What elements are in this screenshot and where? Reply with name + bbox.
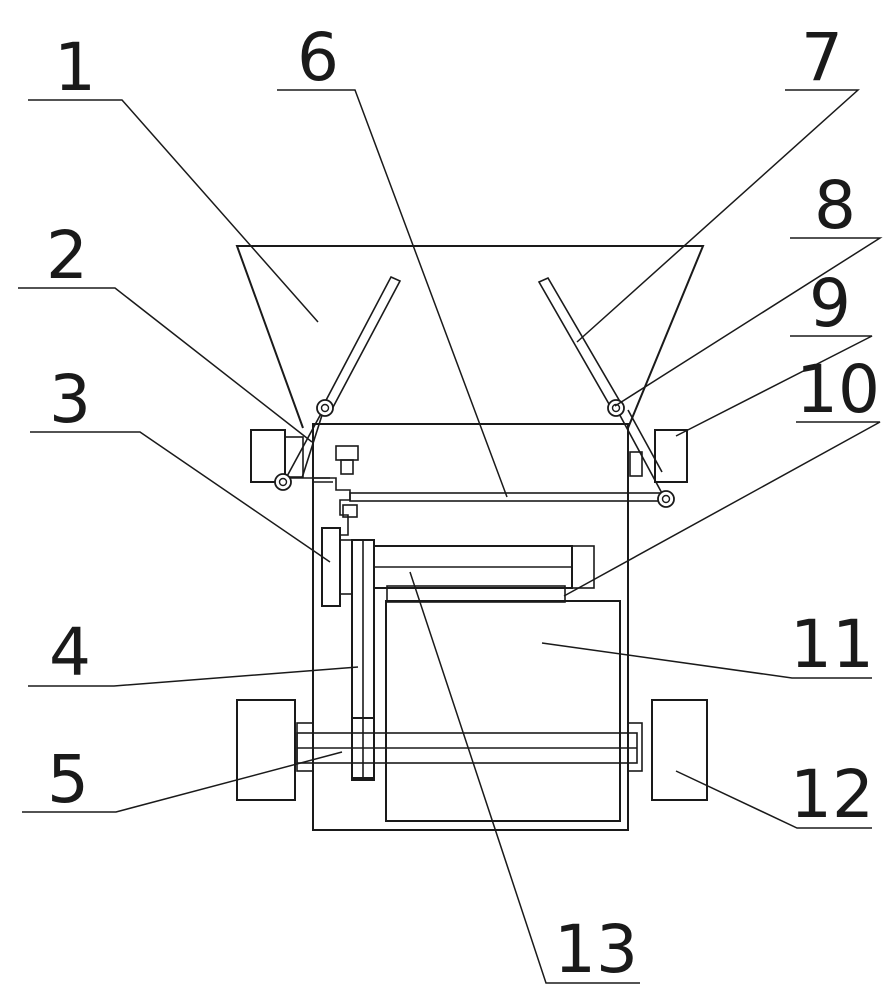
leader-12 [675, 770, 872, 829]
callout-5: 5 [47, 741, 89, 818]
pivot-left-upper-core [320, 403, 330, 413]
drive-belt [351, 539, 375, 781]
callout-6: 6 [297, 19, 339, 96]
callout-12: 12 [790, 756, 874, 833]
hopper [235, 245, 705, 429]
storage-box [385, 600, 621, 822]
leader-13 [409, 571, 640, 984]
leader-1 [28, 99, 319, 323]
crank-linkage [313, 445, 359, 545]
upper-roller [373, 545, 595, 603]
pivot-right-lower-core [661, 494, 671, 504]
leader-8 [614, 237, 883, 407]
leader-9 [675, 335, 873, 437]
left-wheel [236, 699, 296, 801]
left-motor [250, 429, 304, 483]
callout-13: 13 [554, 911, 638, 988]
right-motor [629, 429, 688, 483]
leader-7 [576, 89, 860, 343]
leader-4 [28, 666, 359, 687]
main-frame [312, 423, 629, 831]
callout-3: 3 [49, 361, 91, 438]
leader-3 [30, 431, 331, 563]
callout-10: 10 [796, 351, 880, 428]
callout-9: 9 [809, 265, 851, 342]
callout-11: 11 [790, 606, 874, 683]
callout-2: 2 [46, 217, 88, 294]
callout-4: 4 [49, 614, 91, 691]
leader-11 [541, 642, 872, 679]
leader-2 [18, 287, 313, 443]
pivot-left-lower-core [278, 477, 288, 487]
pivots [274, 399, 675, 508]
callout-8: 8 [814, 167, 856, 244]
left-agitator-arm [284, 275, 402, 481]
leader-5 [22, 751, 343, 813]
callout-7: 7 [801, 19, 843, 96]
leader-10 [563, 421, 881, 597]
leader-6 [277, 89, 508, 498]
callout-1: 1 [54, 29, 96, 106]
callout-labels: 1 2 3 4 5 6 7 8 9 10 11 12 13 [46, 19, 880, 988]
leader-lines [18, 89, 883, 984]
right-wheel [651, 699, 708, 801]
wheel-axle [296, 717, 643, 779]
upper-pulley-motor [321, 527, 353, 607]
